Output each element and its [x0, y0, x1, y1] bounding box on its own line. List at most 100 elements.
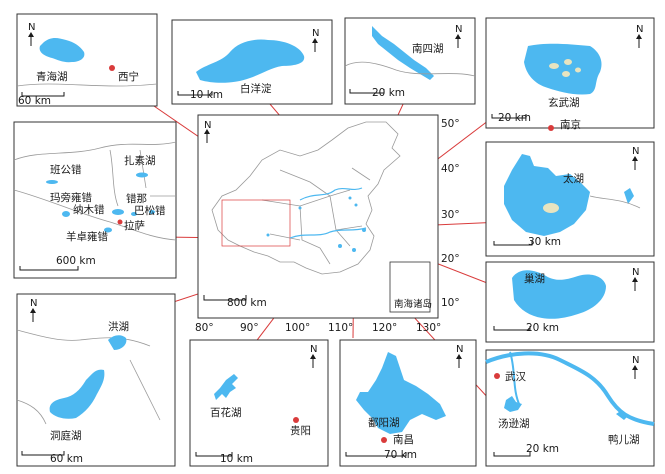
- main-map: 南海诸岛 800 km N 80° 90° 100° 110° 120° 130…: [195, 114, 460, 334]
- poyang-lake: [356, 352, 446, 434]
- scale-label: 20 km: [372, 87, 405, 99]
- dongting-lake: [49, 369, 105, 419]
- lat-tick: 50°: [441, 118, 460, 130]
- tibet-highlight-box: [221, 199, 291, 247]
- tangxun-lake: [504, 396, 522, 412]
- han-river: [509, 351, 521, 407]
- lake-label-basong: 巴松错: [134, 204, 166, 217]
- lat-tick: 30°: [441, 209, 460, 221]
- north-arrow-icon: [30, 308, 36, 313]
- city-dot-nanjing: [548, 125, 554, 131]
- lake-label-baihua: 百花湖: [210, 406, 242, 419]
- city-label-guiyang: 贵阳: [290, 424, 311, 437]
- north-label: N: [312, 28, 319, 39]
- north-label: N: [310, 344, 317, 355]
- lake-label-zhasu: 扎素湖: [124, 154, 156, 167]
- nansi-lake: [372, 26, 434, 80]
- taihu-lake: [504, 154, 590, 236]
- scale-bar: [21, 92, 65, 97]
- city-label-lhasa: 拉萨: [124, 219, 145, 232]
- north-arrowhead-icon: [204, 129, 210, 134]
- lon-tick: 80°: [195, 322, 214, 334]
- yellow-river: [299, 187, 363, 201]
- north-arrow-icon: [632, 156, 638, 161]
- lake-label-yaer: 鸭儿湖: [608, 433, 640, 446]
- north-arrow-icon: [455, 34, 461, 39]
- scale-label: 20 km: [498, 112, 531, 124]
- scale-bar: [349, 89, 385, 94]
- scale-bar: [195, 452, 233, 457]
- lake-label-mapang: 玛旁雍错: [50, 191, 92, 204]
- scale-label: 600 km: [56, 255, 96, 267]
- lat-ticks: 50° 40° 30° 20° 10°: [441, 118, 460, 309]
- scale-bar: [493, 241, 533, 246]
- city-dot-lhasa: [117, 219, 123, 225]
- panel-wuhan: N 武汉 汤逊湖 鸭儿湖 20 km: [485, 349, 655, 467]
- city-label-xining: 西宁: [118, 70, 139, 83]
- scale-bar: [21, 451, 65, 456]
- lake-label-honghu: 洪湖: [108, 321, 129, 333]
- lat-tick: 10°: [441, 297, 460, 309]
- main-lake-dot: [352, 248, 356, 252]
- north-arrow-icon: [456, 354, 462, 359]
- lake-label-xuanwu: 玄武湖: [548, 96, 580, 109]
- island: [543, 203, 559, 213]
- main-lake-dot: [266, 233, 270, 237]
- scale-label: 10 km: [220, 453, 253, 465]
- lon-tick: 100°: [285, 322, 310, 334]
- main-scale-bar: [203, 295, 247, 301]
- lat-tick: 20°: [441, 253, 460, 265]
- city-dot-wuhan: [494, 373, 500, 379]
- city-label-nanjing: 南京: [560, 118, 581, 131]
- north-label: N: [455, 24, 462, 35]
- lake-label-bangong: 班公错: [50, 163, 82, 176]
- main-lake-dot: [362, 228, 366, 232]
- yangtze-river: [289, 227, 367, 239]
- lake-label-dongting: 洞庭湖: [50, 429, 82, 442]
- tibet-lakes: [46, 172, 155, 233]
- scale-bar: [493, 326, 531, 331]
- lake-label-namuco: 纳木错: [73, 203, 105, 216]
- lon-tick: 130°: [416, 322, 441, 334]
- lake-label-qinghai: 青海湖: [36, 70, 68, 83]
- boundary-line: [109, 149, 176, 207]
- south-china-sea-inset: [389, 261, 431, 313]
- qinghai-lake: [39, 38, 85, 63]
- lake-label-baiyangdian: 白洋淀: [240, 82, 272, 95]
- city-dot-guiyang: [293, 417, 299, 423]
- boundary-line: [589, 195, 641, 209]
- main-lake-dot: [298, 206, 302, 210]
- lake-label-chaohu: 巢湖: [524, 272, 545, 285]
- north-label: N: [632, 267, 639, 278]
- lake-label-yamdrok: 羊卓雍错: [66, 230, 108, 243]
- baiyangdian-lake: [196, 39, 305, 83]
- panel-taihu: N 太湖 30 km: [485, 141, 655, 257]
- city-dot-xining: [109, 65, 115, 71]
- north-arrow-icon: [636, 34, 642, 39]
- north-label: N: [632, 355, 639, 366]
- lon-tick: 120°: [372, 322, 397, 334]
- north-label: N: [632, 146, 639, 157]
- north-arrow-icon: [632, 277, 638, 282]
- small-lake: [624, 188, 634, 204]
- lon-tick: 110°: [328, 322, 353, 334]
- scale-label: 70 km: [384, 449, 417, 461]
- main-lake-dot: [348, 196, 352, 200]
- main-lake-dot: [354, 203, 358, 207]
- north-arrow-icon: [28, 32, 34, 37]
- north-label: N: [204, 120, 211, 131]
- china-outline: [211, 121, 401, 275]
- panel-chaohu: N 巢湖 20 km: [485, 261, 655, 343]
- lake-label-taihu: 太湖: [563, 172, 584, 185]
- panel-nansihu: N 20 km 南四湖: [344, 17, 476, 105]
- province-lines: [261, 167, 371, 265]
- scale-label: 10 km: [190, 89, 223, 101]
- baihua-lake: [214, 374, 238, 400]
- boundary-line: [13, 141, 177, 161]
- city-label-wuhan: 武汉: [505, 370, 526, 383]
- scale-label: 20 km: [526, 322, 559, 334]
- chaohu-lake: [512, 270, 606, 319]
- north-label: N: [28, 22, 35, 33]
- yaer-lake: [616, 410, 628, 420]
